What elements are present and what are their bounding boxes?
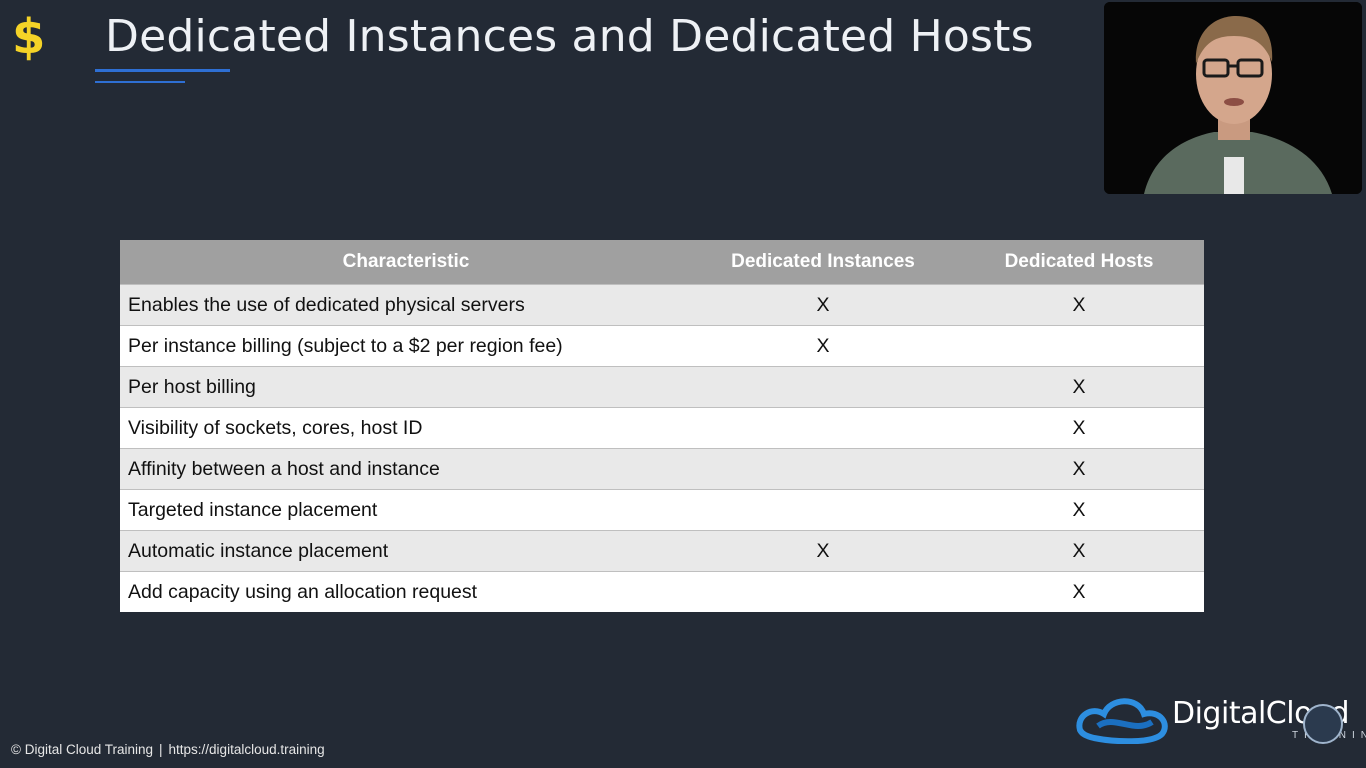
header-dedicated-instances: Dedicated Instances (692, 240, 954, 285)
instances-cell: X (692, 325, 954, 367)
hosts-cell: X (954, 284, 1204, 326)
characteristic-cell: Per host billing (120, 366, 692, 408)
table-row: Targeted instance placement X (120, 489, 1204, 531)
table-row: Affinity between a host and instance X (120, 448, 1204, 490)
characteristic-cell: Affinity between a host and instance (120, 448, 692, 490)
hosts-cell: X (954, 489, 1204, 531)
characteristic-cell: Automatic instance placement (120, 530, 692, 572)
title-underline (95, 69, 230, 72)
footer: © Digital Cloud Training | https://digital… (11, 742, 325, 757)
characteristic-cell: Add capacity using an allocation request (120, 571, 692, 612)
hosts-cell: X (954, 448, 1204, 490)
instances-cell: X (692, 530, 954, 572)
slide-title: Dedicated Instances and Dedicated Hosts (105, 11, 1034, 62)
header-dedicated-hosts: Dedicated Hosts (954, 240, 1204, 285)
hosts-cell: X (954, 366, 1204, 408)
characteristic-cell: Targeted instance placement (120, 489, 692, 531)
hosts-cell: X (954, 407, 1204, 449)
characteristic-cell: Visibility of sockets, cores, host ID (120, 407, 692, 449)
presenter-video (1104, 2, 1362, 194)
table-row: Per host billing X (120, 366, 1204, 408)
footer-separator: | (159, 742, 163, 757)
instances-cell (692, 571, 954, 612)
instances-cell (692, 366, 954, 408)
cloud-logo-icon (1076, 698, 1168, 744)
table-row: Add capacity using an allocation request… (120, 571, 1204, 612)
instances-cell (692, 448, 954, 490)
presenter-image (1104, 2, 1362, 194)
channel-badge-icon (1303, 704, 1343, 744)
hosts-cell (954, 325, 1204, 367)
footer-copyright: © Digital Cloud Training (11, 742, 154, 757)
characteristic-cell: Per instance billing (subject to a $2 pe… (120, 325, 692, 367)
table-row: Per instance billing (subject to a $2 pe… (120, 325, 1204, 367)
header-characteristic: Characteristic (120, 240, 692, 285)
hosts-cell: X (954, 530, 1204, 572)
instances-cell: X (692, 284, 954, 326)
title-underline-secondary (95, 81, 185, 83)
dollar-icon: $ (12, 9, 46, 65)
table-row: Automatic instance placement X X (120, 530, 1204, 572)
hosts-cell: X (954, 571, 1204, 612)
footer-url[interactable]: https://digitalcloud.training (168, 742, 325, 757)
table-header-row: Characteristic Dedicated Instances Dedic… (120, 240, 1204, 285)
comparison-table: Characteristic Dedicated Instances Dedic… (120, 240, 1204, 612)
instances-cell (692, 407, 954, 449)
characteristic-cell: Enables the use of dedicated physical se… (120, 284, 692, 326)
table-row: Enables the use of dedicated physical se… (120, 284, 1204, 326)
instances-cell (692, 489, 954, 531)
table-row: Visibility of sockets, cores, host ID X (120, 407, 1204, 449)
